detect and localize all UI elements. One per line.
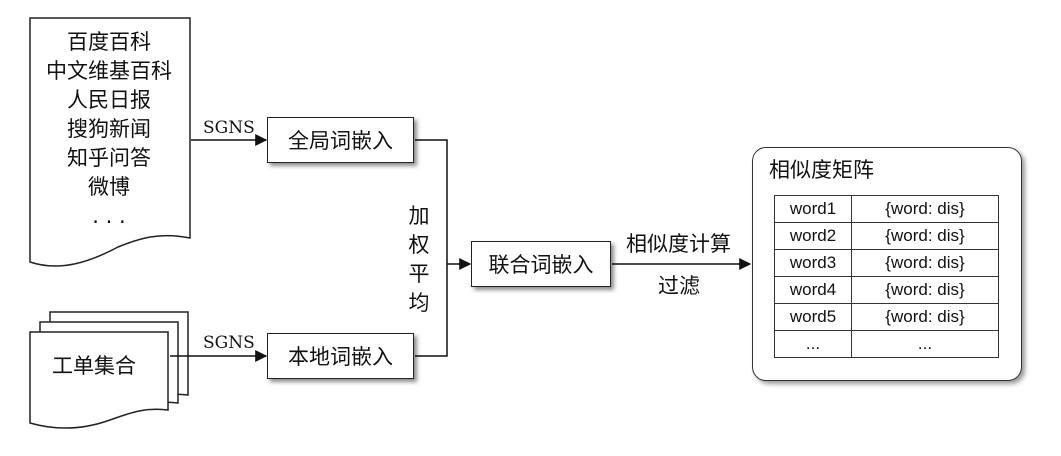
similarity-compute-label: 相似度计算	[626, 232, 731, 256]
corpus-item: 中文维基百科	[46, 59, 172, 83]
matrix-word-cell: word3	[774, 249, 852, 277]
weighted-average-char: 均	[408, 291, 430, 315]
global-embedding-label: 全局词嵌入	[288, 129, 393, 153]
matrix-value-cell: {word: dis}	[851, 195, 999, 223]
matrix-value-cell: ...	[851, 330, 999, 358]
corpus-item: 人民日报	[67, 88, 151, 112]
similarity-matrix-table: word1 {word: dis} word2 {word: dis} word…	[774, 195, 999, 358]
connector-global	[415, 139, 448, 264]
table-row: word3 {word: dis}	[774, 249, 999, 277]
local-embedding-label: 本地词嵌入	[288, 345, 393, 369]
corpus-item: 搜狗新闻	[67, 117, 151, 141]
table-row: word5 {word: dis}	[774, 303, 999, 331]
matrix-word-cell: word5	[774, 303, 852, 331]
corpus-item: 百度百科	[67, 30, 151, 54]
matrix-value-cell: {word: dis}	[851, 276, 999, 304]
connector-local	[415, 264, 448, 357]
weighted-average-label: 加 权 平 均	[404, 202, 434, 318]
sgns-label-top: SGNS	[203, 118, 255, 138]
matrix-word-cell: word4	[774, 276, 852, 304]
corpus-item: 知乎问答	[67, 146, 151, 170]
matrix-value-cell: {word: dis}	[851, 303, 999, 331]
filter-label: 过滤	[658, 274, 700, 298]
corpus-document-shape	[29, 17, 191, 267]
weighted-average-char: 平	[408, 262, 430, 286]
similarity-matrix-panel: 相似度矩阵 word1 {word: dis} word2 {word: dis…	[752, 147, 1022, 381]
local-embedding-box: 本地词嵌入	[267, 333, 414, 379]
corpus-item-ellipsis: . . .	[92, 204, 126, 228]
sgns-label-bottom: SGNS	[203, 333, 255, 353]
table-row: word2 {word: dis}	[774, 222, 999, 250]
corpus-item: 微博	[88, 175, 130, 199]
similarity-matrix-title: 相似度矩阵	[769, 158, 874, 182]
table-row: ... ...	[774, 330, 999, 358]
corpus-sources-list: 百度百科 中文维基百科 人民日报 搜狗新闻 知乎问答 微博 . . .	[24, 28, 194, 231]
ticket-collection-label: 工单集合	[52, 354, 136, 378]
matrix-word-cell: ...	[774, 330, 852, 358]
matrix-word-cell: word1	[774, 195, 852, 223]
joint-embedding-label: 联合词嵌入	[488, 253, 594, 277]
matrix-value-cell: {word: dis}	[851, 222, 999, 250]
table-row: word1 {word: dis}	[774, 195, 999, 223]
global-embedding-box: 全局词嵌入	[267, 117, 414, 163]
matrix-word-cell: word2	[774, 222, 852, 250]
joint-embedding-box: 联合词嵌入	[471, 241, 611, 287]
matrix-value-cell: {word: dis}	[851, 249, 999, 277]
weighted-average-char: 加	[408, 204, 430, 228]
table-row: word4 {word: dis}	[774, 276, 999, 304]
weighted-average-char: 权	[408, 233, 430, 257]
ticket-doc-front	[29, 331, 169, 429]
